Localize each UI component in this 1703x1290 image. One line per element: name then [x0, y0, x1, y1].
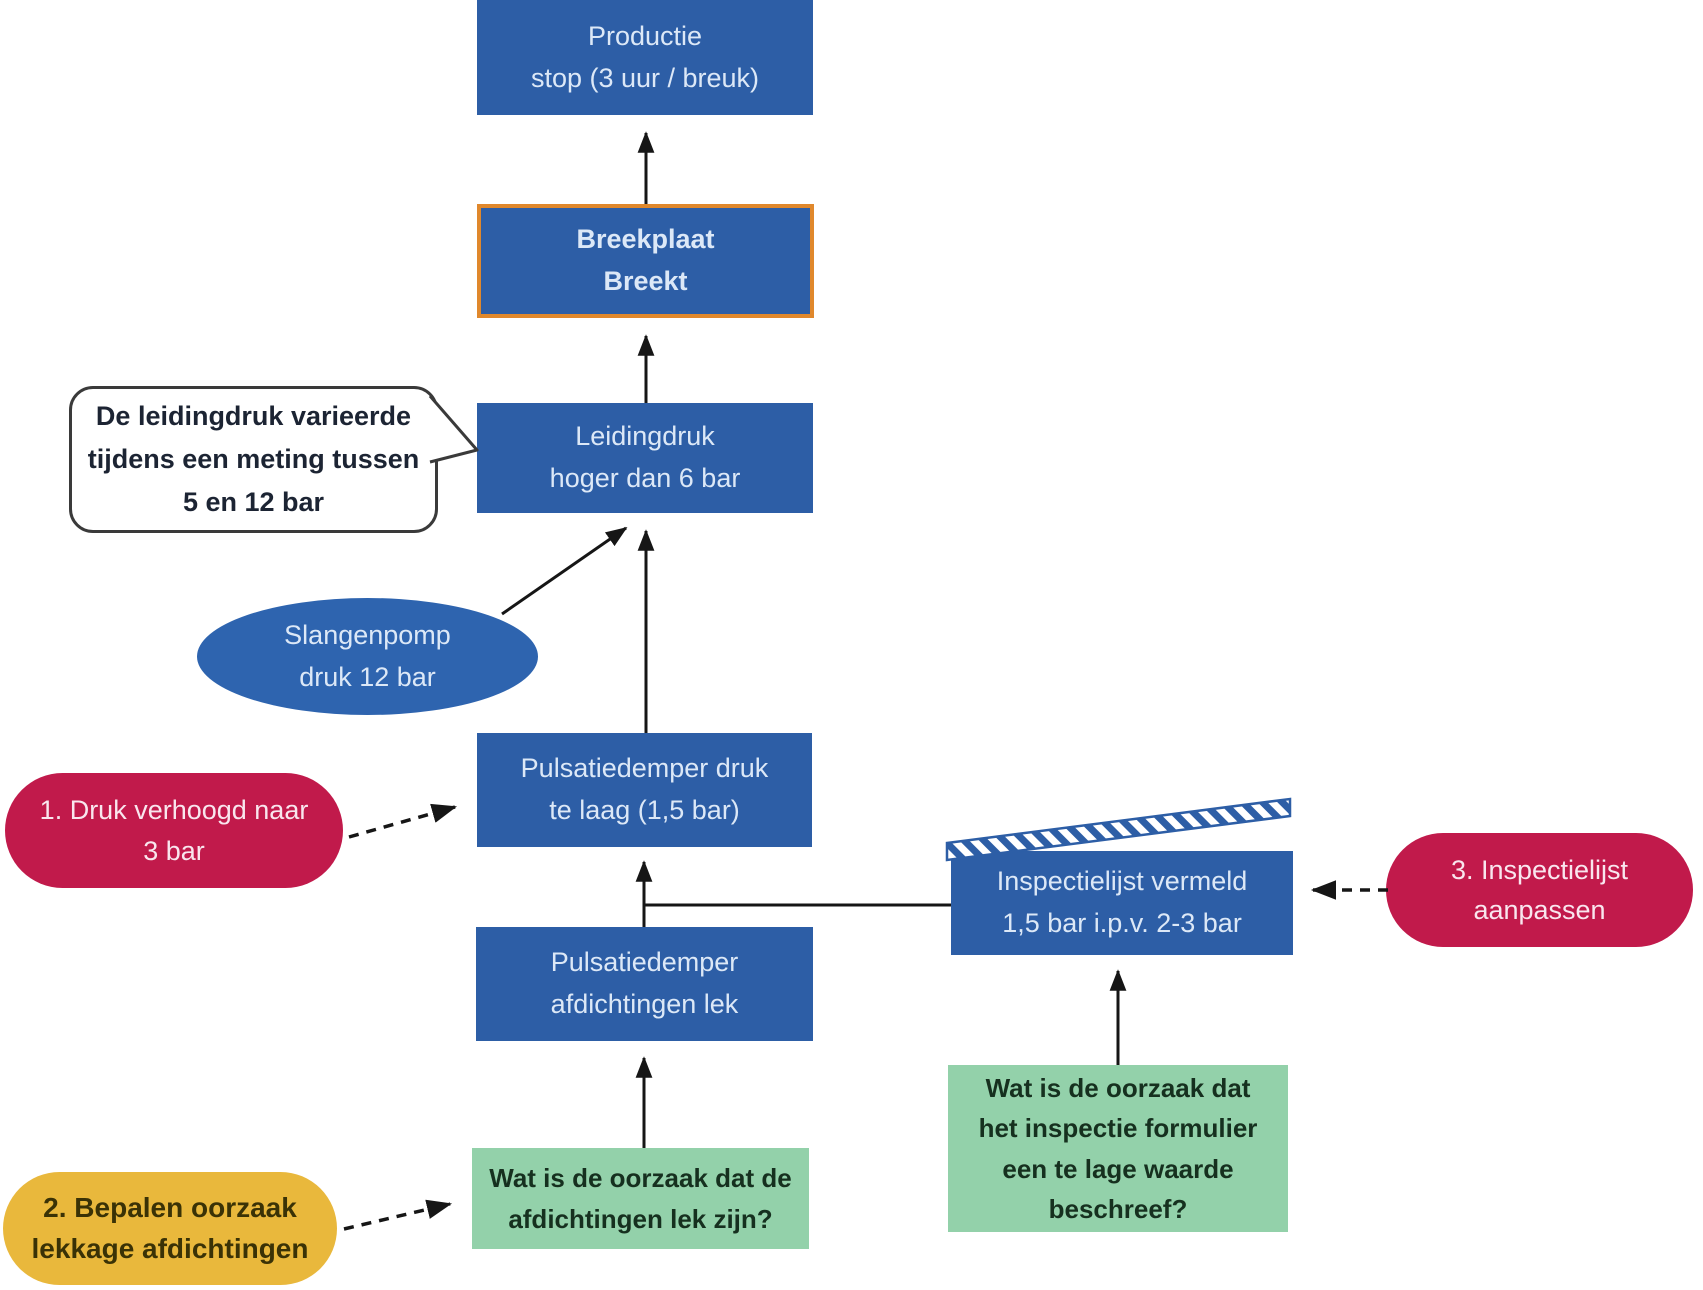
- callout-leidingdruk-meting: De leidingdruk varieerde tijdens een met…: [69, 386, 438, 533]
- question-afdichtingen-lek: Wat is de oorzaak dat de afdichtingen le…: [472, 1148, 809, 1249]
- question-inspectie-formulier: Wat is de oorzaak dat het inspectie form…: [948, 1065, 1288, 1232]
- arrow-slangenpomp-to-leidingdruk: [501, 526, 628, 616]
- node-slangenpomp: Slangenpomp druk 12 bar: [197, 598, 538, 715]
- node-pulsatiedemper-afdichtingen: Pulsatiedemper afdichtingen lek: [476, 927, 813, 1041]
- dashed-arrow-actie2: [343, 1199, 453, 1231]
- node-pulsatiedemper-druk: Pulsatiedemper druk te laag (1,5 bar): [477, 733, 812, 847]
- action-3-inspectielijst-aanpassen: 3. Inspectielijst aanpassen: [1386, 833, 1693, 947]
- node-leidingdruk: Leidingdruk hoger dan 6 bar: [477, 403, 813, 513]
- dashed-arrow-actie1: [348, 803, 458, 839]
- node-breekplaat-breekt: Breekplaat Breekt: [477, 204, 814, 318]
- node-inspectielijst: Inspectielijst vermeld 1,5 bar i.p.v. 2-…: [951, 851, 1293, 955]
- action-2-bepalen-oorzaak: 2. Bepalen oorzaak lekkage afdichtingen: [3, 1172, 337, 1285]
- node-productie-stop: Productie stop (3 uur / breuk): [477, 0, 813, 115]
- action-1-druk-verhoogd: 1. Druk verhoogd naar 3 bar: [5, 773, 343, 888]
